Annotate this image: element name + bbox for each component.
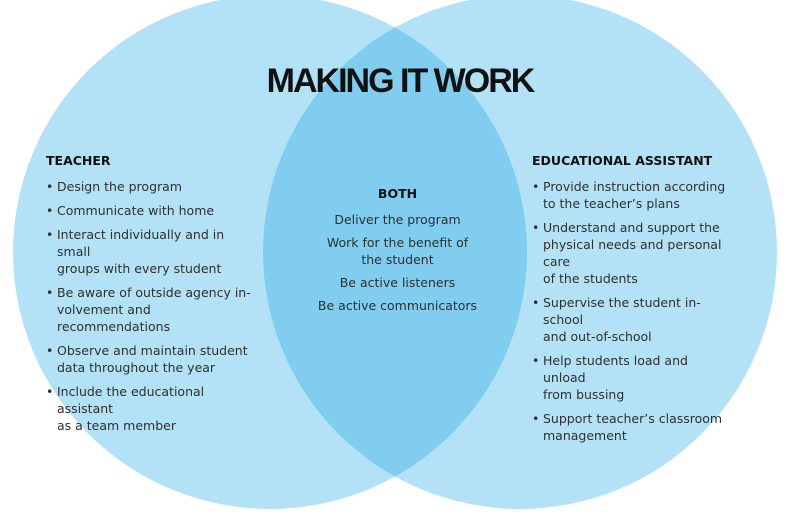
list-item: Be aware of outside agency in-volvement … — [46, 284, 261, 335]
list-item: Support teacher’s classroom management — [532, 410, 727, 444]
line: Help students load and unload — [543, 353, 688, 385]
list-item: Observe and maintain student data through… — [46, 342, 261, 376]
list-item: Work for the benefit of the student — [295, 234, 500, 268]
line: and out-of-school — [543, 329, 652, 344]
list-item: Help students load and unload from bussin… — [532, 352, 727, 403]
line: Supervise the student in-school — [543, 295, 701, 327]
line: Interact individually and in small — [57, 227, 225, 259]
teacher-list: Design the program Communicate with home… — [46, 178, 261, 434]
list-item: Understand and support the physical needs… — [532, 219, 727, 287]
both-column: BOTH Deliver the program Work for the be… — [295, 185, 500, 320]
list-item: Design the program — [46, 178, 261, 195]
diagram-title: MAKING IT WORK — [266, 62, 536, 100]
line: volvement and recommendations — [57, 302, 171, 334]
list-item: Be active communicators — [295, 297, 500, 314]
both-heading: BOTH — [377, 186, 418, 201]
line: the student — [361, 252, 434, 267]
line: Design the program — [57, 179, 182, 194]
line: physical needs and personal care — [543, 237, 722, 269]
assistant-list: Provide instruction according to the teac… — [532, 178, 727, 444]
line: from bussing — [543, 387, 625, 402]
line: groups with every student — [57, 261, 222, 276]
list-item: Deliver the program — [295, 211, 500, 228]
list-item: Communicate with home — [46, 202, 261, 219]
line: Work for the benefit of — [326, 235, 469, 250]
list-item: Supervise the student in-school and out-o… — [532, 294, 727, 345]
list-item: Interact individually and in small groups… — [46, 226, 261, 277]
line: Support teacher’s classroom — [543, 411, 723, 426]
list-item: Include the educational assistant as a te… — [46, 383, 261, 434]
line: Communicate with home — [57, 203, 215, 218]
line: of the students — [543, 271, 638, 286]
line: Include the educational assistant — [57, 384, 205, 416]
line: to the teacher’s plans — [543, 196, 680, 211]
line: Understand and support the — [543, 220, 720, 235]
line: Deliver the program — [334, 212, 461, 227]
line: data throughout the year — [57, 360, 216, 375]
teacher-heading: TEACHER — [46, 153, 111, 168]
teacher-column: TEACHER Design the program Communicate w… — [46, 152, 261, 441]
line: Be aware of outside agency in- — [57, 285, 251, 300]
line: Be active listeners — [339, 275, 456, 290]
list-item: Be active listeners — [295, 274, 500, 291]
line: Provide instruction according — [543, 179, 726, 194]
line: Observe and maintain student — [57, 343, 248, 358]
list-item: Provide instruction according to the teac… — [532, 178, 727, 212]
line: as a team member — [57, 418, 176, 433]
line: management — [543, 428, 627, 443]
line: Be active communicators — [317, 298, 478, 313]
assistant-column: EDUCATIONAL ASSISTANT Provide instructio… — [532, 152, 727, 451]
assistant-heading: EDUCATIONAL ASSISTANT — [532, 153, 713, 168]
overlap-region — [263, 0, 527, 509]
